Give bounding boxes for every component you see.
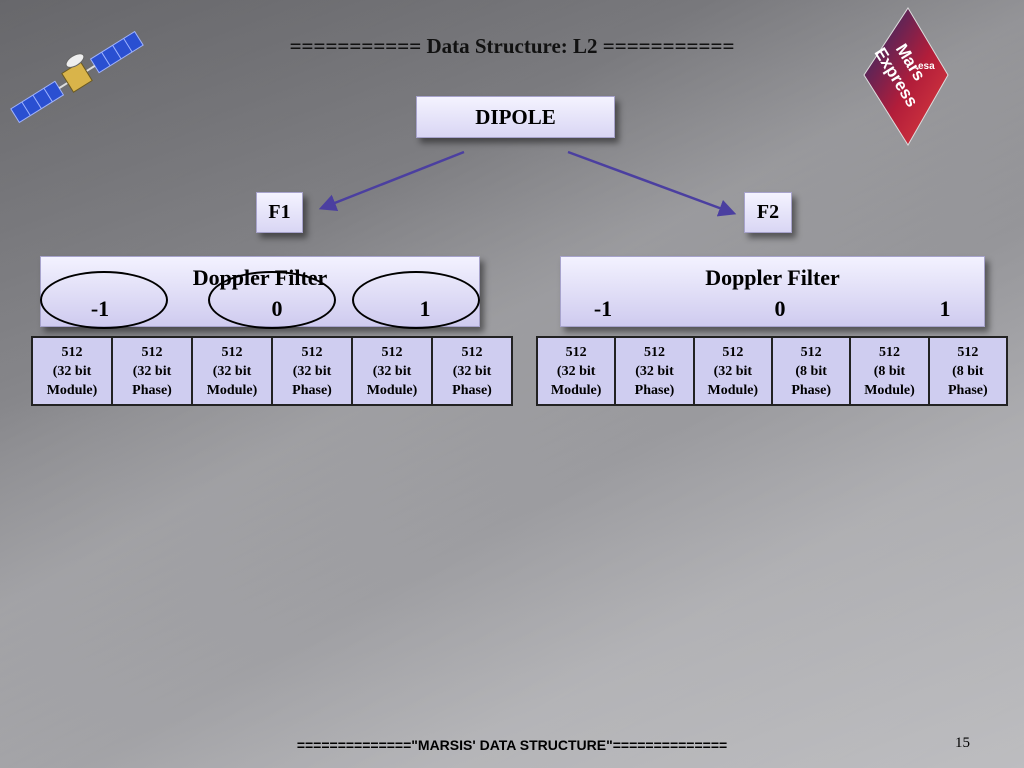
satellite-icon: [10, 30, 144, 124]
mars-express-logo: Mars Express esa: [863, 7, 949, 146]
page-number: 15: [955, 735, 970, 751]
f2-node: F2: [744, 192, 792, 233]
highlight-ellipse: [352, 271, 480, 329]
highlight-ellipse: [40, 271, 168, 329]
f1-node: F1: [256, 192, 303, 233]
logo-text-esa: esa: [918, 61, 935, 72]
highlight-ellipse: [208, 271, 336, 329]
doppler-filter-title: Doppler Filter: [705, 265, 840, 290]
arrow-to-f2: [567, 150, 737, 217]
filter-index: 1: [939, 296, 951, 321]
arrow-to-f1: [318, 150, 465, 212]
filter-index: 0: [774, 296, 786, 321]
slide-title: =========== Data Structure: L2 =========…: [289, 34, 735, 58]
slide-footer: =============="MARSIS' DATA STRUCTURE"==…: [296, 737, 728, 753]
filter-index: -1: [593, 296, 613, 321]
doppler-filter-panel-f2: Doppler Filter -1 0 1: [560, 256, 985, 327]
dipole-node: DIPOLE: [416, 96, 615, 138]
